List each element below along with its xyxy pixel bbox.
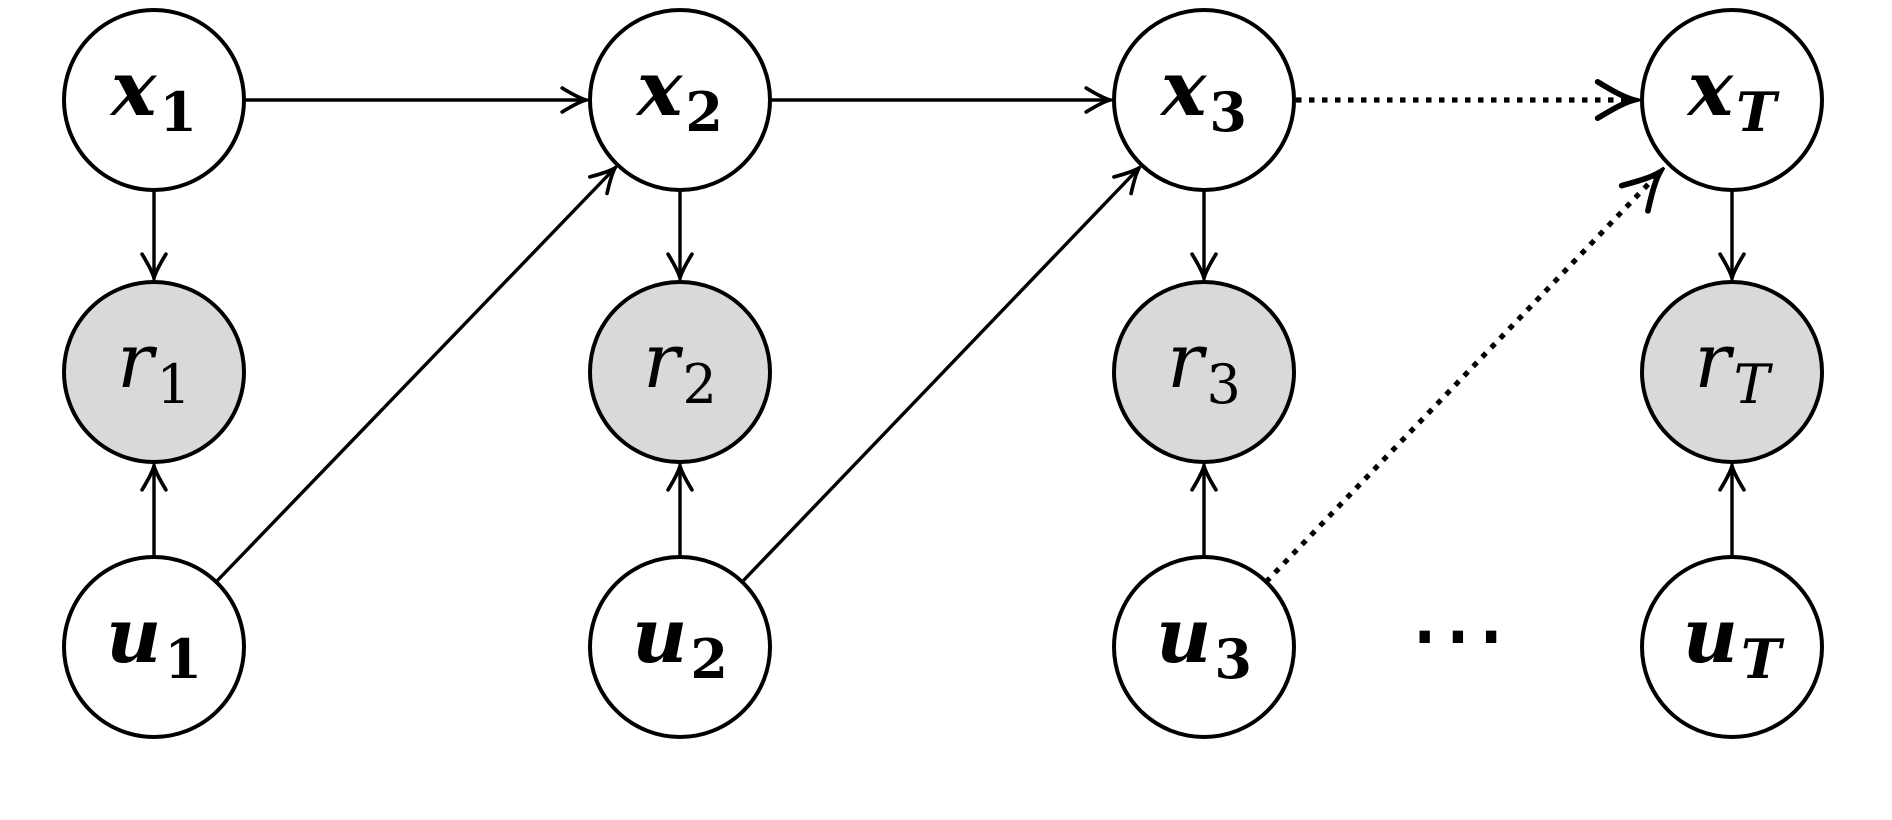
node-r3: r3: [1112, 280, 1296, 464]
node-u2-circle: [588, 555, 772, 739]
node-rT-label: rT: [1694, 316, 1773, 416]
node-u2: u2: [588, 555, 772, 739]
nodes: x1 x2 x3 xT r1 r2 r3 rT: [62, 8, 1824, 739]
node-r1-label: r1: [117, 316, 191, 416]
node-r1: r1: [62, 280, 246, 464]
node-x1: x1: [62, 8, 246, 192]
node-r2-label: r2: [643, 316, 717, 416]
edge-u1-x2: [214, 168, 615, 584]
node-u1-circle: [62, 555, 246, 739]
node-xT-label: xT: [1686, 44, 1780, 144]
node-x2-label: x2: [635, 44, 723, 144]
node-rT: rT: [1640, 280, 1824, 464]
node-u1: u1: [62, 555, 246, 739]
node-x1-label: x1: [109, 44, 197, 144]
node-x2: x2: [588, 8, 772, 192]
node-xT-circle: [1640, 8, 1824, 192]
node-xT: xT: [1640, 8, 1824, 192]
node-r2: r2: [588, 280, 772, 464]
node-u2-label: u2: [632, 591, 728, 691]
edges: [154, 100, 1732, 584]
node-u3: u3: [1112, 555, 1296, 739]
node-uT: uT: [1640, 555, 1824, 739]
node-x2-circle: [588, 8, 772, 192]
node-x3: x3: [1112, 8, 1296, 192]
node-u3-circle: [1112, 555, 1296, 739]
node-r3-label: r3: [1167, 316, 1241, 416]
node-r1-circle: [62, 280, 246, 464]
edge-u2-x3: [740, 168, 1139, 584]
node-x1-circle: [62, 8, 246, 192]
node-u3-label: u3: [1156, 591, 1252, 691]
edge-u3-xT-dotted: [1264, 172, 1660, 584]
node-uT-label: uT: [1683, 591, 1785, 691]
ellipsis-dots: ⋯: [1408, 575, 1508, 692]
node-r3-circle: [1112, 280, 1296, 464]
node-r2-circle: [588, 280, 772, 464]
node-x3-label: x3: [1159, 44, 1247, 144]
node-x3-circle: [1112, 8, 1296, 192]
node-rT-circle: [1640, 280, 1824, 464]
node-u1-label: u1: [106, 591, 202, 691]
node-uT-circle: [1640, 555, 1824, 739]
